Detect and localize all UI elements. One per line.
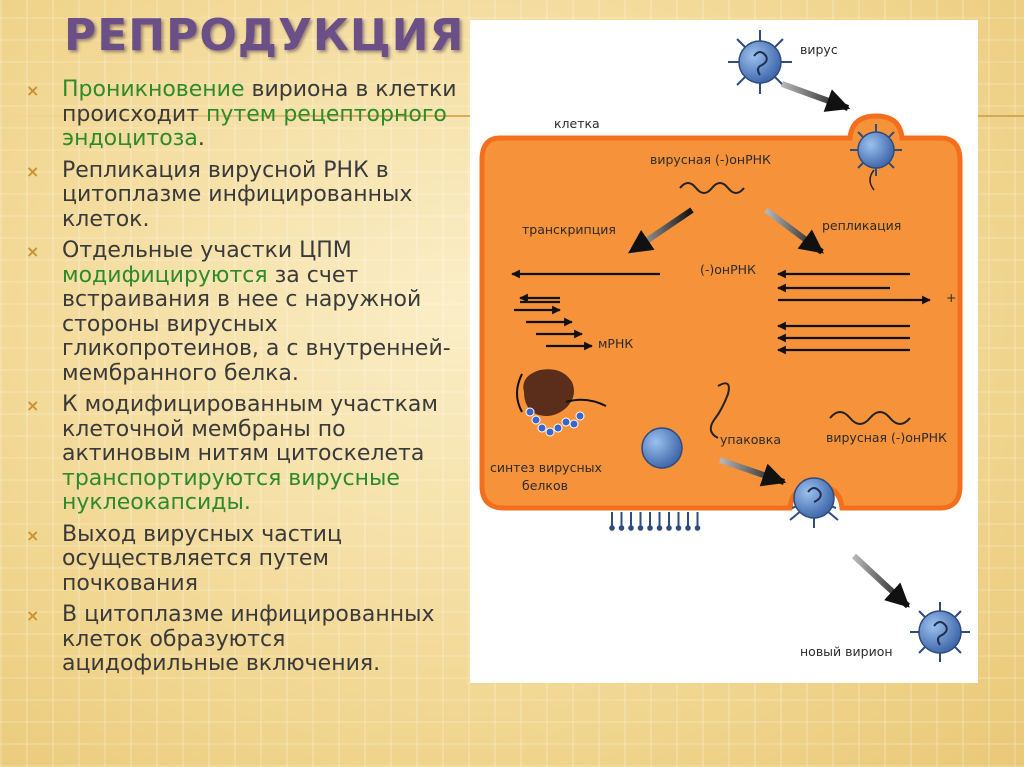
entering-virion-icon [850,124,902,191]
label-minus-rna: (-)онРНК [700,262,756,277]
glycoprotein-spike-tip [647,525,653,531]
bullet-text: вириона в клетки происходит [62,77,457,127]
bullet-item: × Отдельные участки ЦПМ модифицируются за… [26,238,466,386]
bullet-item: × Репликация вирусной РНК в цитоплазме и… [26,157,466,233]
bullet-marker-icon: × [26,81,40,100]
glycoprotein-spike-tip [618,525,625,531]
bullet-text: за счет встраивания в нее с наружной сто… [62,262,451,386]
reproduction-diagram: вирус клетка вирусная (-)онРНК транскрип… [470,20,978,683]
label-cell: клетка [554,116,600,131]
capsid-icon [641,427,683,469]
protein-bead [569,419,579,429]
glycoprotein-spike-tip [628,525,634,531]
glycoprotein-spike-tip [675,525,682,531]
bullet-text: Репликация вирусной РНК в цитоплазме инф… [62,157,413,232]
glycoprotein-spike-tip [694,525,701,531]
protein-bead [545,427,555,437]
bullet-text: К модифицированным участкам клеточной ме… [62,392,438,466]
arrow-entry [780,81,851,112]
bullet-item: × К модифицированным участкам клеточной … [26,392,466,516]
protein-bead [531,415,541,425]
diagram-svg: вирус клетка вирусная (-)онРНК транскрип… [479,30,970,662]
label-replication: репликация [822,218,901,233]
bullet-text: Проникновение [62,77,245,102]
viral-rna-strand-top [679,182,745,194]
glycoprotein-spike-tip [666,525,672,531]
bullet-marker-icon: × [26,525,40,545]
replication-arrows [777,269,931,355]
cell-membrane [479,113,963,511]
slide-title: РЕПРОДУКЦИЯ [64,10,465,61]
glycoprotein-spike-tip [656,525,663,531]
arrow-transcription [628,207,694,255]
protein-bead [575,411,585,421]
bullet-item: × В цитоплазме инфицированных клеток обр… [26,602,466,677]
glycoprotein-spike-tip [609,525,615,531]
bullet-text: Выход вирусных частиц осуществляется пут… [62,521,342,596]
bullet-marker-icon: × [26,606,40,625]
virus-icon [728,30,792,94]
label-plus: + [946,290,956,305]
protein-bead [561,417,571,427]
bullet-marker-icon: × [26,396,40,415]
label-protein-synthesis-2: белков [522,478,568,493]
viral-rna-strand-bottom [829,411,911,425]
bullet-item: × Выход вирусных частиц осуществляется п… [26,521,466,597]
glycoprotein-spike-tip [637,525,644,531]
glycoprotein-spikes [609,512,701,531]
viral-rna-strand-mid [709,382,730,439]
bullet-text: В цитоплазме инфицированных клеток образ… [62,602,435,676]
bullet-text: Отдельные участки ЦПМ [62,238,352,263]
new-virion-icon [910,602,970,662]
transcription-arrows [511,269,660,351]
bullet-text: транспортируются вирусные нуклеокапсиды. [62,465,400,515]
bullet-marker-icon: × [26,161,40,181]
label-viral-rna-bottom: вирусная (-)онРНК [826,430,947,445]
bullet-list: × Проникновение вириона в клетки происход… [26,77,466,684]
ribosome-icon [516,369,607,437]
label-protein-synthesis-1: синтез вирусных [490,460,602,475]
bullet-text: модифицируются [62,262,268,288]
protein-bead [525,407,535,417]
bullet-marker-icon: × [26,242,40,261]
label-packaging: упаковка [720,432,781,447]
label-viral-rna-top: вирусная (-)онРНК [650,152,771,167]
label-new-virion: новый вирион [800,644,893,659]
bullet-text: . [197,126,205,151]
protein-bead [537,423,547,433]
arrow-packaging [719,457,787,487]
arrow-replication [764,207,824,255]
bullet-item: × Проникновение вириона в клетки происход… [26,77,466,152]
glycoprotein-spike-tip [685,525,691,531]
budding-virion-icon [789,477,839,528]
bullet-text: путем рецепторного эндоцитоза [62,101,447,151]
label-virus: вирус [800,42,838,57]
protein-bead [553,423,563,433]
label-transcription: транскрипция [522,222,616,237]
arrow-exit [851,553,911,609]
label-mrna: мРНК [598,336,633,351]
